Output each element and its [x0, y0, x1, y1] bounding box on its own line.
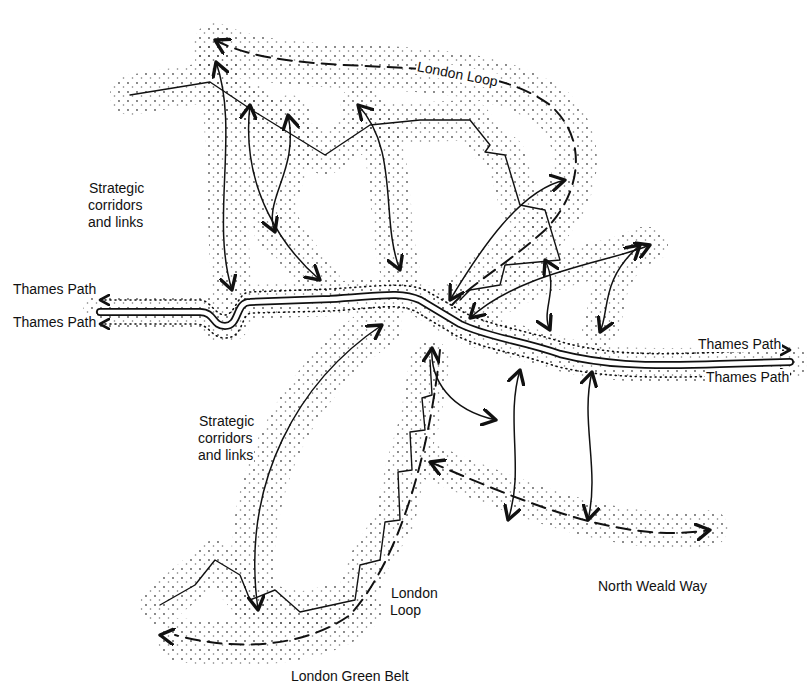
map-label-text: Thames Path	[705, 369, 790, 385]
map-label: Thames Path	[12, 314, 112, 331]
map-label: Thames Path	[697, 336, 797, 353]
map-label: North Weald Way	[597, 578, 737, 595]
map-label-text: Strategic corridors and links	[88, 180, 144, 230]
map-label-text: Thames Path	[12, 281, 97, 297]
map-label-text: London Green Belt	[290, 668, 410, 684]
map-label: Strategic corridors and links	[88, 180, 168, 231]
map-label: Thames Path	[705, 369, 805, 386]
map-label: London Green Belt	[290, 668, 450, 685]
map-label-text: North Weald Way	[597, 578, 708, 594]
map-label: London Loop	[390, 585, 446, 619]
map-label: Thames Path	[12, 281, 112, 298]
map-label-text: Strategic corridors and links	[198, 413, 254, 463]
map-label-text: Thames Path	[697, 336, 782, 352]
map-label: Strategic corridors and links	[198, 413, 278, 464]
map-label-text: Thames Path	[12, 314, 97, 330]
map-label-text: London Loop	[390, 585, 438, 618]
